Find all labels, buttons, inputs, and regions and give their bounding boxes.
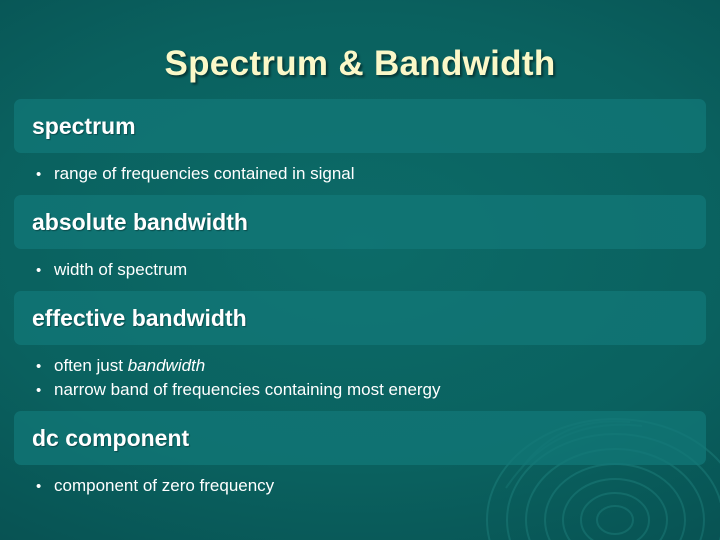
- bullet-marker: •: [36, 358, 42, 375]
- bullet-text: range of frequencies contained in signal: [54, 164, 355, 183]
- page-title: Spectrum & Bandwidth: [164, 44, 556, 83]
- bullet-marker: •: [36, 382, 42, 399]
- list-item: • narrow band of frequencies containing m…: [36, 378, 706, 402]
- bullet-list-dc-component: • component of zero frequency: [14, 465, 706, 507]
- bullet-marker: •: [36, 478, 42, 495]
- slide-content: spectrum • range of frequencies contained…: [14, 99, 706, 507]
- bullet-text: width of spectrum: [54, 260, 188, 279]
- list-item: • often just bandwidth: [36, 354, 706, 378]
- bullet-marker: •: [36, 262, 42, 279]
- section-heading-absolute-bandwidth: absolute bandwidth: [14, 195, 706, 249]
- bullet-emphasis: bandwidth: [127, 356, 206, 375]
- bullet-list-effective-bandwidth: • often just bandwidth • narrow band of fr…: [14, 345, 706, 411]
- list-item: • component of zero frequency: [36, 474, 706, 498]
- bullet-text: narrow band of frequencies containing mo…: [54, 380, 441, 399]
- section-heading-dc-component: dc component: [14, 411, 706, 465]
- list-item: • width of spectrum: [36, 258, 706, 282]
- bullet-marker: •: [36, 166, 42, 183]
- list-item: • range of frequencies contained in signa…: [36, 162, 706, 186]
- section-heading-effective-bandwidth: effective bandwidth: [14, 291, 706, 345]
- bullet-list-spectrum: • range of frequencies contained in signa…: [14, 153, 706, 195]
- bullet-text: often just: [54, 356, 128, 375]
- bullet-list-absolute-bandwidth: • width of spectrum: [14, 249, 706, 291]
- bullet-text: component of zero frequency: [54, 476, 275, 495]
- section-heading-spectrum: spectrum: [14, 99, 706, 153]
